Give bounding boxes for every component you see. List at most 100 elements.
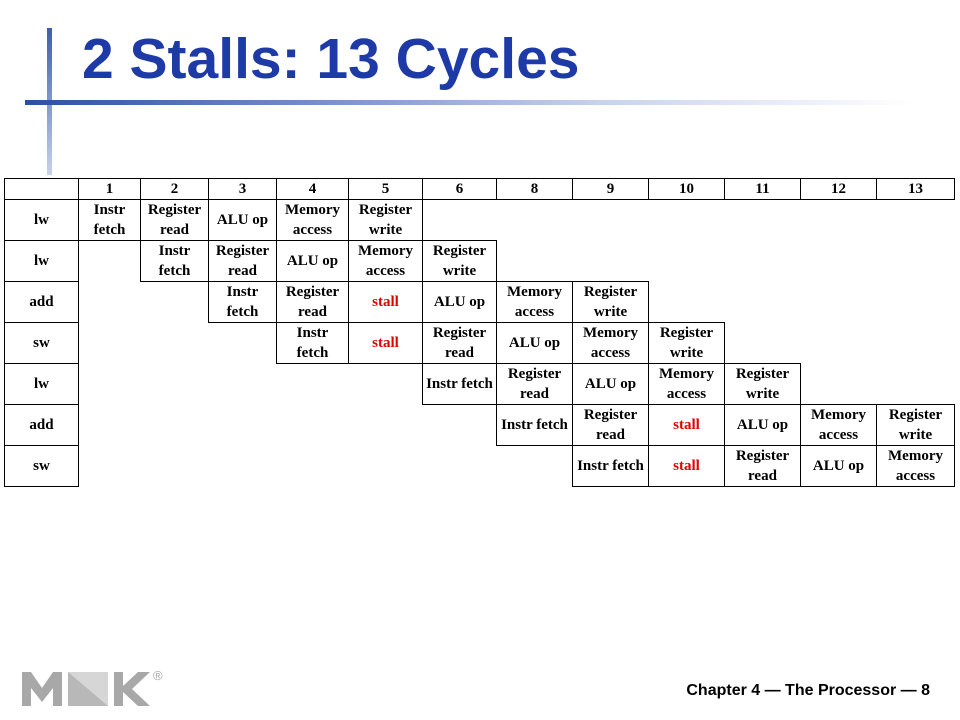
cycle-header-cell: 3 [208, 178, 277, 200]
stage-label-line: Register [285, 284, 340, 300]
stage-label-line: write [745, 386, 780, 402]
empty-cell [277, 446, 349, 487]
stage-label-line: read [160, 222, 189, 238]
stage-cell: ALU op [276, 240, 349, 282]
empty-cell [497, 241, 573, 282]
instruction-cell: lw [4, 199, 79, 241]
empty-cell [423, 405, 497, 446]
stage-cell: ALU op [800, 445, 877, 487]
stage-label-line: write [368, 222, 403, 238]
stage-label-line: Register [507, 366, 562, 382]
stage-label-line: write [898, 427, 933, 443]
stage-cell: Register read [276, 281, 349, 323]
stage-label-line: write [442, 263, 477, 279]
empty-cell [141, 282, 209, 323]
empty-cell [801, 200, 877, 241]
stage-label-line: read [596, 427, 625, 443]
empty-cell [79, 405, 141, 446]
empty-cell [877, 323, 955, 364]
stage-cell: ALU op [496, 322, 573, 364]
registered-mark: ® [153, 668, 163, 683]
empty-cell [649, 241, 725, 282]
cycle-header-cell: 8 [496, 178, 573, 200]
cycle-header-cell: 10 [648, 178, 725, 200]
stage-label-line: Memory [811, 407, 866, 423]
stage-label-line: fetch [296, 345, 329, 361]
stage-cell: Register write [422, 240, 497, 282]
stage-label-line: write [593, 304, 628, 320]
empty-cell [801, 241, 877, 282]
empty-cell [725, 282, 801, 323]
stall-cell: stall [348, 281, 423, 323]
empty-cell [573, 200, 649, 241]
stage-cell: ALU op [572, 363, 649, 405]
empty-cell [423, 200, 497, 241]
instruction-cell: add [4, 281, 79, 323]
stage-label-line: fetch [158, 263, 191, 279]
stage-label-line: Memory [358, 243, 413, 259]
stage-label-line: access [292, 222, 333, 238]
stage-cell: Instr fetch [572, 445, 649, 487]
empty-cell [649, 282, 725, 323]
instruction-cell: lw [4, 240, 79, 282]
empty-cell [141, 323, 209, 364]
slide-title: 2 Stalls: 13 Cycles [82, 27, 580, 91]
stage-label-line: Register [215, 243, 270, 259]
stage-label-line: read [298, 304, 327, 320]
stage-cell: ALU op [724, 404, 801, 446]
stage-label-line: access [365, 263, 406, 279]
empty-cell [877, 282, 955, 323]
stage-label-line: access [818, 427, 859, 443]
stage-label-line: Register [735, 448, 790, 464]
stage-label-line: read [520, 386, 549, 402]
cycle-header-cell: 2 [140, 178, 209, 200]
stage-label-line: Instr [226, 284, 259, 300]
empty-cell [801, 364, 877, 405]
title-underline-bar [25, 100, 915, 105]
empty-cell [141, 405, 209, 446]
slide-footer: Chapter 4 — The Processor — 8 [686, 682, 930, 699]
empty-cell [649, 200, 725, 241]
empty-cell [141, 446, 209, 487]
empty-cell [801, 282, 877, 323]
stage-cell: Instr fetch [496, 404, 573, 446]
stall-cell: stall [348, 322, 423, 364]
stage-label-line: Register [735, 366, 790, 382]
stage-label-line: Memory [507, 284, 562, 300]
cycle-header-cell: 4 [276, 178, 349, 200]
cycle-header-cell: 5 [348, 178, 423, 200]
empty-cell [79, 364, 141, 405]
cycle-header-cell: 11 [724, 178, 801, 200]
stall-cell: stall [648, 445, 725, 487]
stage-label-line: Register [432, 243, 487, 259]
empty-cell [801, 323, 877, 364]
cycle-header-cell: 1 [78, 178, 141, 200]
stage-cell: Instr fetch [422, 363, 497, 405]
empty-cell [497, 200, 573, 241]
empty-cell [349, 446, 423, 487]
stage-label-line: access [895, 468, 936, 484]
stage-label-line: access [666, 386, 707, 402]
cycle-header-cell: 13 [876, 178, 955, 200]
cycle-header-cell: 9 [572, 178, 649, 200]
stage-cell: Memory access [348, 240, 423, 282]
empty-cell [277, 364, 349, 405]
instruction-cell: sw [4, 322, 79, 364]
empty-cell [209, 446, 277, 487]
